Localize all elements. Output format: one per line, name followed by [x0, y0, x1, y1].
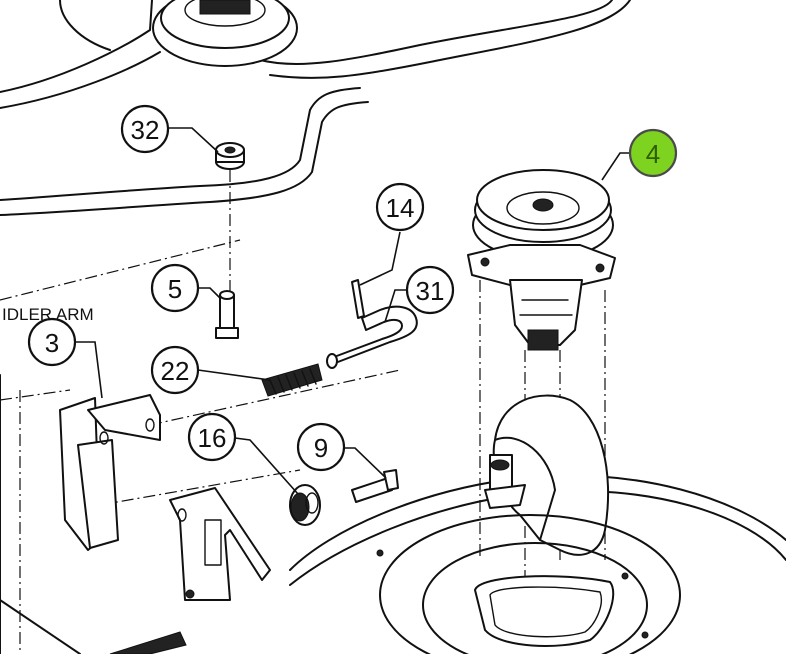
callout-3: 3	[27, 317, 77, 367]
leader-lines	[75, 127, 630, 495]
callout-5: 5	[150, 263, 200, 313]
part-5-bolt	[215, 290, 239, 339]
lower-bracket	[169, 487, 271, 601]
callout-31-label: 31	[416, 276, 445, 306]
frame-line-top	[0, 239, 241, 301]
part-4-spindle	[467, 169, 616, 351]
deck-outline	[0, 0, 631, 216]
part-9-bolt	[351, 469, 399, 503]
callout-16-label: 16	[198, 423, 227, 453]
top-pulley	[152, 0, 298, 67]
callout-9-label: 9	[314, 433, 328, 463]
callout-4: 4	[628, 128, 678, 178]
frame-line-low	[99, 469, 301, 506]
callout-16: 16	[187, 412, 237, 462]
idler-arm-label: IDLER ARM	[2, 305, 94, 324]
bottom-spring	[109, 631, 187, 654]
callout-3-label: 3	[45, 328, 59, 358]
frame-line-mid	[149, 369, 401, 426]
deck-hub	[376, 514, 681, 654]
callout-22: 22	[150, 345, 200, 395]
part-31-rod	[326, 305, 418, 369]
part-16-small-pulley	[289, 484, 321, 526]
callout-22-label: 22	[161, 356, 190, 386]
callout-32: 32	[120, 104, 170, 154]
part-32-bushing	[215, 142, 245, 170]
gauge-wheel	[484, 394, 610, 556]
callout-14-label: 14	[386, 193, 415, 223]
callout-4-label: 4	[646, 139, 660, 169]
callout-14: 14	[375, 182, 425, 232]
callout-32-label: 32	[131, 115, 160, 145]
frame-line-left	[0, 389, 71, 401]
part-3-bracket	[59, 394, 161, 551]
part-22-spring	[261, 363, 323, 397]
callout-5-label: 5	[168, 274, 182, 304]
callout-31: 31	[405, 265, 455, 315]
callout-9: 9	[296, 422, 346, 472]
part-14-cotter-pin	[351, 279, 365, 319]
